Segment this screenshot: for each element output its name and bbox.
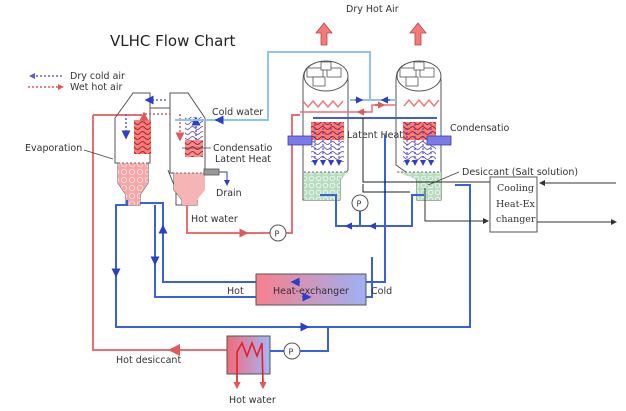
evaporator-vessel xyxy=(114,92,206,206)
cooling-hx-label: changer xyxy=(496,214,536,225)
diagram-title: VLHC Flow Chart xyxy=(110,32,235,50)
absorber-tower-1 xyxy=(287,60,349,201)
drain-pipe xyxy=(203,168,220,176)
hot-label: Hot xyxy=(227,286,244,297)
pump-icon xyxy=(351,194,369,212)
wet-air-inlet xyxy=(426,135,452,146)
desiccant-pool xyxy=(304,172,348,200)
heating-coil xyxy=(302,99,344,109)
heat-exchanger-label: Heat-exchanger xyxy=(273,286,349,297)
hot-desiccant-label: Hot desiccant xyxy=(116,355,181,366)
svg-text:P: P xyxy=(275,230,280,239)
desiccant-to-cooler-line xyxy=(424,188,489,224)
latent-heat-right-label: Latent Heat xyxy=(347,130,403,141)
cold-water-label: Cold water xyxy=(212,107,263,118)
tower-manifold-pipe xyxy=(320,194,424,227)
condensation-left-label: Condensatio xyxy=(213,143,272,154)
legend: Dry cold air Wet hot air xyxy=(28,71,125,93)
legend-label: Dry cold air xyxy=(70,71,125,82)
desiccant-leader xyxy=(427,171,460,186)
wet-air-inlet xyxy=(287,135,313,146)
pump-tower: P xyxy=(351,194,369,212)
legend-item-dry-cold-air: Dry cold air xyxy=(29,71,125,82)
hot-water-bottom-label: Hot water xyxy=(229,395,276,406)
dry-hot-air-label: Dry Hot Air xyxy=(346,4,399,15)
dry-hot-air-arrow-icon xyxy=(409,22,427,46)
heating-coil xyxy=(403,98,440,108)
evaporation-leader xyxy=(83,149,114,160)
pump-desiccant: P xyxy=(283,342,301,360)
desiccant-heater xyxy=(226,335,271,390)
hot-water-top-label: Hot water xyxy=(191,214,238,225)
dry-hot-air-arrow-icon xyxy=(315,22,333,46)
desiccant-return-loop xyxy=(115,184,471,328)
desiccant-pool xyxy=(397,172,441,200)
drain-label: Drain xyxy=(216,188,242,199)
cold-label: Cold xyxy=(371,286,392,297)
hot-desiccant-pipe xyxy=(92,115,230,351)
arrow-right-icon xyxy=(58,84,64,90)
svg-text:P: P xyxy=(289,348,294,357)
cooling-hx-label: Cooling xyxy=(497,183,534,194)
condensate-water xyxy=(172,173,205,205)
hot-water-riser xyxy=(286,114,300,234)
latent-heat-left-label: Latent Heat xyxy=(215,154,271,165)
pump-hot-water: P xyxy=(269,224,287,242)
cold-water-pipe xyxy=(175,51,371,121)
heater-coil-icon xyxy=(236,340,264,387)
pump-icon xyxy=(269,224,287,242)
pump-return-pipe xyxy=(300,327,329,352)
absorber-tower-2 xyxy=(395,60,452,201)
hot-desiccant-loop xyxy=(140,135,386,283)
cooling-hx-box xyxy=(489,176,538,233)
legend-label: Wet hot air xyxy=(70,82,122,93)
desiccant-label: Desiccant (Salt solution) xyxy=(462,167,578,178)
evaporation-label: Evaporation xyxy=(25,143,82,154)
heat-exchanger: Heat-exchanger xyxy=(255,273,367,306)
condensation-right-label: Condensatio xyxy=(450,123,509,134)
evaporation-liquid xyxy=(118,163,148,205)
cooling-heat-exchanger: Cooling Heat-Ex changer xyxy=(489,176,538,233)
svg-text:P: P xyxy=(357,200,362,209)
arrow-left-icon xyxy=(29,73,35,79)
control-line xyxy=(362,118,440,183)
legend-item-wet-hot-air: Wet hot air xyxy=(28,82,122,93)
heater-box xyxy=(226,335,271,375)
drain-arrow xyxy=(219,171,230,186)
evaporation-pad xyxy=(134,120,151,154)
cooling-hx-label: Heat-Ex xyxy=(496,199,536,210)
